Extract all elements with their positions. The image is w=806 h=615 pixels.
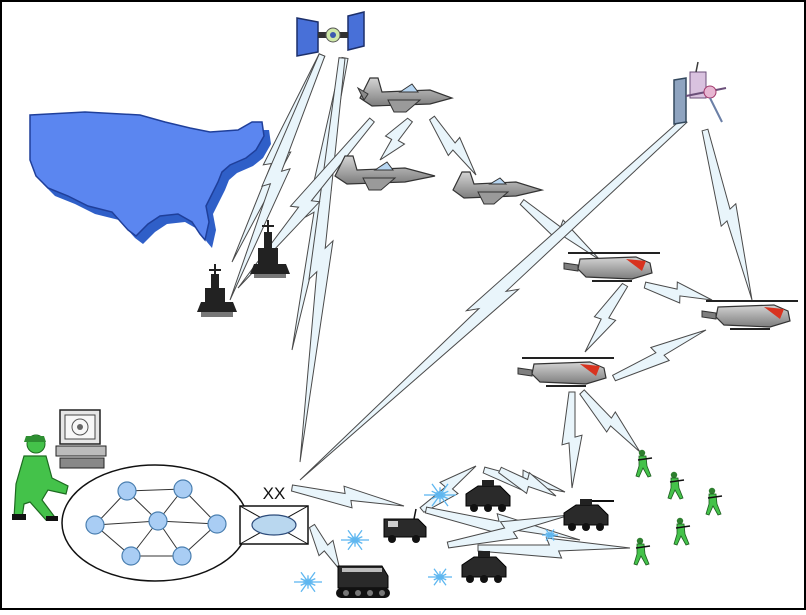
command-post-icon: XX bbox=[239, 484, 309, 545]
communication-link bbox=[561, 391, 583, 489]
explosion-splash-group bbox=[294, 483, 558, 593]
network-node-icon bbox=[121, 546, 141, 566]
network-node-icon bbox=[172, 546, 192, 566]
armored-vehicle-icon bbox=[383, 508, 427, 543]
network-node-icon bbox=[148, 511, 168, 531]
helicopter-icon bbox=[563, 252, 660, 282]
fighter-jet-icon bbox=[452, 171, 545, 205]
communication-link bbox=[701, 128, 753, 301]
communication-link bbox=[308, 523, 341, 571]
communication-link bbox=[229, 53, 326, 301]
communication-link bbox=[611, 329, 707, 382]
tank-icon bbox=[336, 565, 390, 598]
network-cluster bbox=[61, 464, 249, 582]
satellite-icon bbox=[296, 11, 365, 57]
infantry-soldier-icon bbox=[705, 487, 723, 516]
communication-link bbox=[643, 281, 713, 304]
warship-icon bbox=[197, 264, 237, 317]
armored-vehicle-icon bbox=[461, 551, 507, 583]
communication-link bbox=[290, 484, 405, 509]
communication-links bbox=[229, 53, 753, 571]
communication-link bbox=[299, 117, 688, 481]
communication-link bbox=[446, 514, 571, 549]
infantry-soldier-icon bbox=[667, 471, 685, 500]
explosion-splash-icon bbox=[341, 529, 369, 551]
helicopter-icon bbox=[517, 357, 614, 387]
network-edge bbox=[94, 520, 159, 526]
fighter-jet-icon bbox=[356, 77, 454, 113]
satellite-icon bbox=[673, 61, 727, 125]
computer-terminal-icon bbox=[55, 409, 107, 469]
network-node-icon bbox=[207, 514, 227, 534]
fighter-jet-icon bbox=[334, 155, 436, 191]
explosion-splash-icon bbox=[424, 483, 456, 507]
infantry-soldier-icon bbox=[635, 449, 653, 478]
communication-link bbox=[379, 117, 414, 161]
us-map-icon bbox=[29, 111, 271, 248]
armored-vehicle-icon bbox=[465, 480, 511, 512]
soldier-operator-icon bbox=[12, 434, 69, 521]
unit-marker-label: XX bbox=[263, 484, 286, 503]
infantry-soldier-icon bbox=[673, 517, 691, 546]
communication-link bbox=[579, 389, 641, 453]
communication-link bbox=[584, 282, 629, 353]
explosion-splash-icon bbox=[428, 568, 452, 586]
infantry-soldier-icon bbox=[633, 537, 651, 566]
network-edge bbox=[157, 520, 218, 525]
network-node-icon bbox=[117, 481, 137, 501]
explosion-splash-icon bbox=[294, 571, 322, 593]
network-node-icon bbox=[173, 479, 193, 499]
helicopter-icon bbox=[701, 300, 798, 330]
communication-link bbox=[498, 466, 557, 497]
explosion-splash-icon bbox=[542, 529, 558, 541]
armored-vehicle-icon bbox=[563, 499, 614, 531]
warship-icon bbox=[250, 220, 290, 278]
communication-link bbox=[428, 115, 477, 176]
communication-link bbox=[477, 537, 631, 559]
infantry-group bbox=[633, 449, 723, 566]
network-node-icon bbox=[85, 515, 105, 535]
